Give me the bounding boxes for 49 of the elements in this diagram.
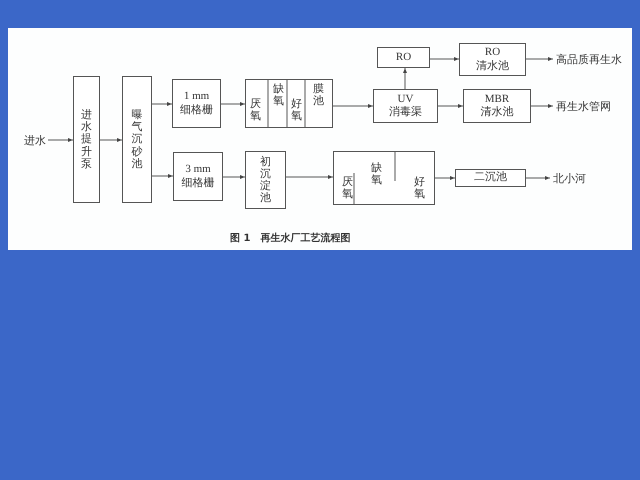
process-box [377, 47, 430, 68]
box-label: RO 清水池 [475, 46, 510, 73]
compartment-label: 好氧 [414, 176, 425, 200]
arrow [526, 57, 554, 61]
compartment-label: 缺氧 [273, 83, 284, 108]
flow-label: 进水 [24, 134, 46, 148]
process-box [73, 76, 100, 203]
box-label: UV 消毒渠 [388, 92, 423, 120]
process-box [122, 76, 152, 203]
arrow [438, 104, 464, 108]
process-box [459, 43, 526, 76]
arrow [332, 104, 374, 108]
compartment-label: 膜池 [313, 83, 324, 108]
tank-box [333, 151, 435, 205]
arrow [152, 102, 172, 106]
process-box [245, 151, 286, 209]
arrow [530, 104, 554, 108]
process-box [463, 89, 531, 123]
box-label: 1 mm 细格栅 [179, 90, 214, 117]
flow-label: 北小河 [553, 172, 586, 186]
tank-box [245, 79, 333, 128]
process-box [373, 89, 438, 123]
compartment-label: 好氧 [291, 98, 302, 122]
box-label: RO [396, 50, 412, 64]
compartment-label: 缺氧 [371, 162, 382, 186]
arrow [222, 175, 246, 179]
box-label: 进水提升泵 [81, 109, 92, 170]
process-box [172, 79, 221, 128]
box-label: 二沉池 [474, 171, 507, 185]
flow-label: 高品质再生水 [556, 52, 622, 66]
arrow [286, 175, 334, 179]
arrow [220, 102, 246, 106]
arrow [48, 138, 74, 142]
arrow [430, 57, 460, 61]
process-box [455, 169, 526, 187]
box-label: 曝气沉砂池 [132, 109, 142, 170]
arrow [526, 176, 550, 180]
arrow [403, 68, 407, 90]
arrow [434, 176, 456, 180]
arrow [100, 138, 122, 142]
box-label: 初沉淀池 [260, 156, 271, 204]
flow-label: 再生水管网 [556, 100, 611, 114]
arrow [152, 174, 174, 178]
figure-caption: 图 1 再生水厂工艺流程图 [230, 231, 350, 245]
compartment-label: 厌氧 [342, 176, 353, 200]
compartment-label: 厌氧 [250, 98, 261, 122]
box-label: 3 mm 细格栅 [180, 163, 216, 190]
process-box [173, 152, 223, 201]
box-label: MBR 清水池 [480, 92, 514, 120]
